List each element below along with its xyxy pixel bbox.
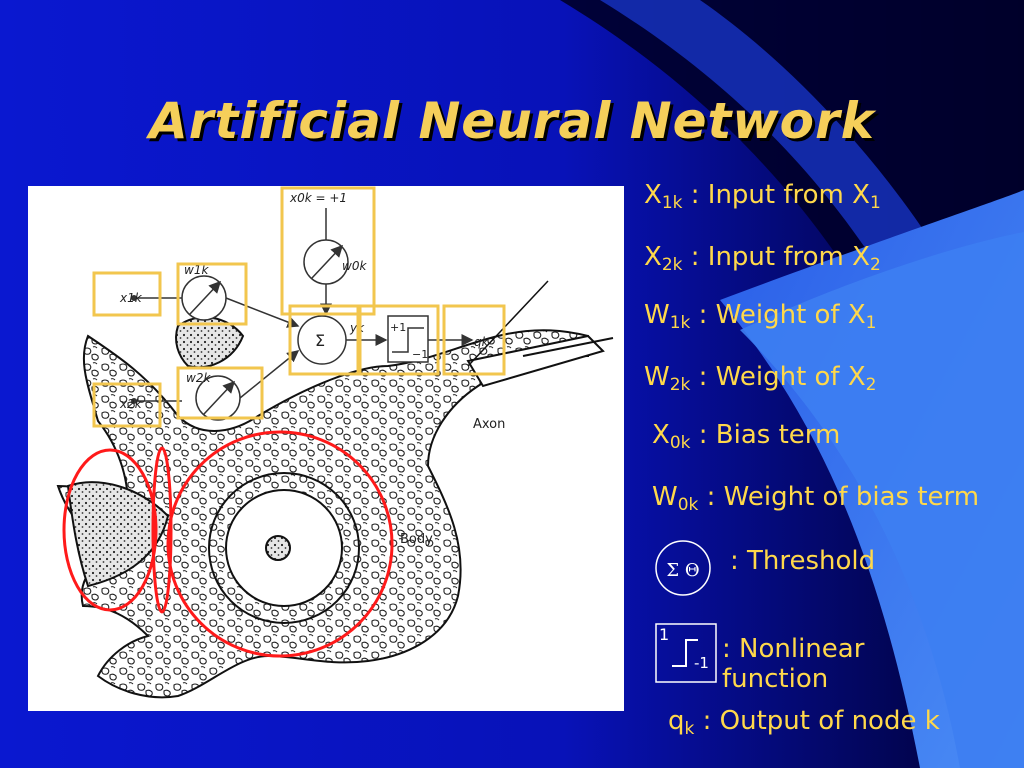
highlight-nonlinear	[356, 304, 440, 376]
highlight-sum	[288, 304, 362, 376]
label-qk: qk	[474, 335, 490, 349]
red-circle-dendrite	[62, 448, 158, 612]
label-sigma: Σ	[315, 331, 325, 350]
def-qk: qk : Output of node k	[668, 706, 940, 739]
red-circle-synapse	[151, 446, 173, 614]
highlight-x1k	[92, 271, 162, 317]
label-w2k: w2k	[186, 371, 211, 385]
label-x0k: x0k = +1	[289, 191, 347, 205]
label-w1k: w1k	[184, 263, 209, 277]
nonlinear-bottom-label: -1	[694, 654, 709, 672]
label-minus1: −1	[412, 348, 428, 361]
threshold-circle	[655, 540, 711, 596]
slide-title: Artificial Neural Network	[149, 92, 875, 150]
input-x2-dot	[131, 398, 137, 404]
label-w0k: w0k	[342, 259, 367, 273]
def-x0k: X0k : Bias term	[652, 420, 841, 453]
nonlinear-frame	[655, 623, 717, 683]
label-x1k: x1k	[119, 291, 143, 305]
nonlinear-symbol: 1 -1	[655, 623, 717, 683]
def-nonlinear: : Nonlinear function	[722, 634, 865, 694]
input-x1-dot	[131, 295, 137, 301]
label-axon: Axon	[473, 417, 505, 432]
def-w2k: W2k : Weight of X2	[644, 362, 877, 395]
highlight-w1k	[176, 262, 248, 326]
def-w1k: W1k : Weight of X1	[644, 300, 877, 333]
highlight-output	[442, 304, 506, 376]
label-x2k: x2k	[119, 397, 143, 411]
neuron-drawing	[56, 280, 614, 699]
label-body: Body	[400, 532, 433, 547]
red-circle-body	[166, 430, 394, 658]
def-threshold: : Threshold	[730, 546, 876, 576]
neuron-figure: x1k x2k w1k w2k x0k = +1 w0k Σ yk +1 −1 …	[28, 186, 624, 711]
threshold-symbol: Σ Θ	[655, 540, 711, 596]
nonlinear-top-label: 1	[659, 625, 669, 644]
def-x2k: X2k : Input from X2	[644, 242, 881, 275]
highlight-boxes	[92, 186, 506, 428]
def-x1k: X1k : Input from X1	[644, 180, 881, 213]
highlight-bias	[280, 186, 376, 316]
def-w0k: W0k : Weight of bias term	[652, 482, 980, 515]
highlight-w2k	[176, 366, 264, 420]
node-model: x1k x2k w1k w2k x0k = +1 w0k Σ yk +1 −1 …	[119, 191, 505, 547]
highlight-x2k	[92, 382, 162, 428]
threshold-glyphs: Σ Θ	[666, 560, 699, 581]
red-highlights	[62, 430, 394, 658]
label-plus1: +1	[390, 321, 406, 334]
